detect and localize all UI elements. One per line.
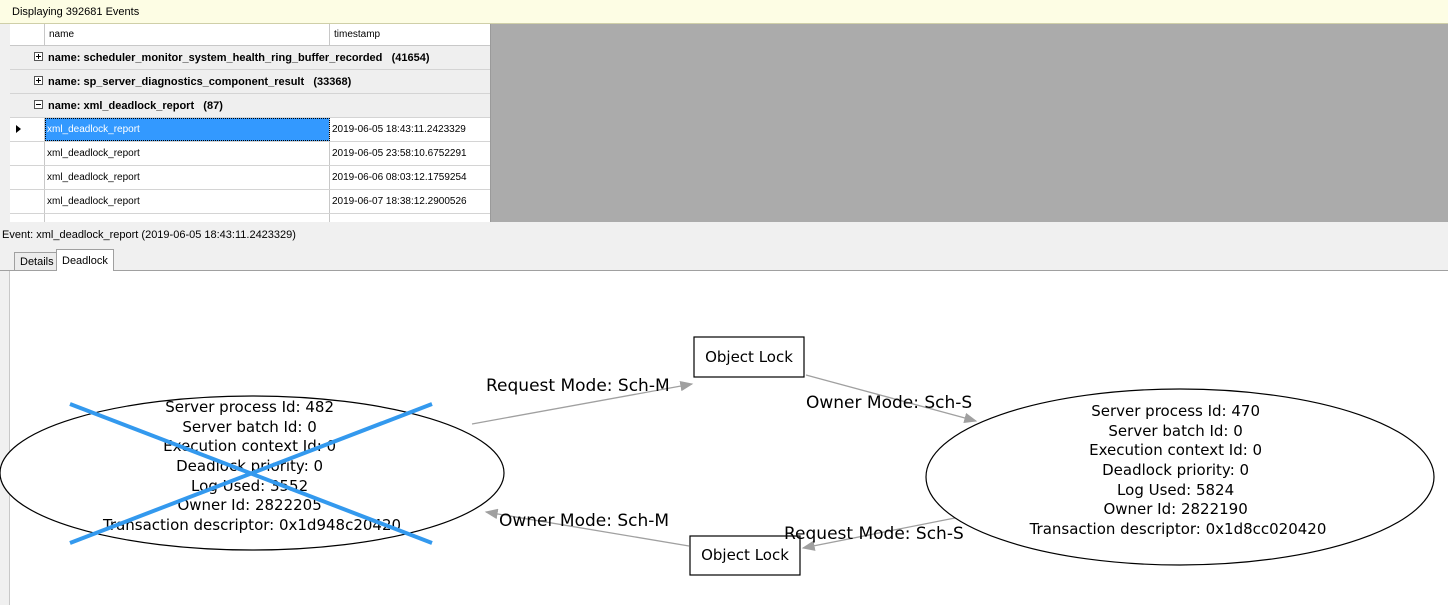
tab-deadlock[interactable]: Deadlock — [56, 249, 114, 271]
row-header — [10, 214, 45, 222]
cell-timestamp[interactable]: 2019-06-07 18:38:12.2900526 — [332, 196, 467, 207]
deadlock-graph[interactable]: Server process Id: 482 Server batch Id: … — [0, 271, 1448, 605]
cell-timestamp[interactable]: 2019-06-06 08:03:12.1759254 — [332, 172, 467, 183]
group-label: name: scheduler_monitor_system_health_ri… — [48, 52, 383, 64]
process-line: Server process Id: 470 — [1091, 402, 1260, 420]
column-header-name[interactable]: name — [45, 24, 330, 45]
event-count-text: Displaying 392681 Events — [12, 6, 140, 18]
cell-timestamp[interactable]: 2019-06-05 23:58:10.6752291 — [332, 148, 467, 159]
edge-request-top — [471, 380, 694, 425]
diagram-left-strip — [0, 271, 10, 605]
process-line: Log Used: 5824 — [1117, 481, 1234, 499]
collapse-minus-icon[interactable] — [34, 100, 43, 109]
edge-label-owner-top: Owner Mode: Sch-S — [806, 393, 972, 413]
event-grid[interactable]: name timestamp name: scheduler_monitor_s… — [10, 24, 491, 222]
table-row[interactable]: xml_deadlock_report 2019-06-05 23:58:10.… — [10, 142, 490, 166]
process-line: Transaction descriptor: 0x1d8cc020420 — [1029, 520, 1327, 538]
lock-label: Object Lock — [701, 546, 789, 564]
svg-text:Server process Id: 470: Server process Id: 470 Server batch Id: … — [1029, 402, 1327, 538]
row-header-corner — [10, 24, 45, 45]
svg-text:Server process Id: 482: Server process Id: 482 Server batch Id: … — [102, 398, 401, 534]
group-row-sp-server-diagnostics[interactable]: name: sp_server_diagnostics_component_re… — [10, 70, 490, 94]
row-header[interactable] — [10, 166, 45, 189]
group-row-scheduler-monitor[interactable]: name: scheduler_monitor_system_health_ri… — [10, 46, 490, 70]
status-bar: Displaying 392681 Events — [0, 0, 1448, 24]
grid-header-row: name timestamp — [10, 24, 490, 46]
event-title: Event: xml_deadlock_report (2019-06-05 1… — [0, 222, 1448, 249]
cell-timestamp[interactable]: 2019-06-05 18:43:11.2423329 — [330, 118, 490, 141]
group-row-xml-deadlock-report[interactable]: name: xml_deadlock_report (87) — [10, 94, 490, 118]
victim-line: Owner Id: 2822205 — [177, 496, 321, 514]
edge-label-request-bottom: Request Mode: Sch-S — [784, 524, 964, 544]
expand-plus-icon[interactable] — [34, 52, 43, 61]
detail-tab-strip: Details Deadlock — [0, 249, 1448, 271]
cell-name[interactable]: xml_deadlock_report — [45, 190, 330, 213]
cell-name[interactable]: xml_deadlock_report — [45, 118, 330, 141]
row-header[interactable] — [10, 118, 45, 141]
edge-owner-bottom — [484, 508, 690, 547]
lock-label: Object Lock — [705, 348, 793, 366]
table-row[interactable]: xml_deadlock_report 2019-06-06 08:03:12.… — [10, 166, 490, 190]
table-row[interactable]: xml_deadlock_report 2019-06-05 18:43:11.… — [10, 118, 490, 142]
group-count: (33368) — [313, 76, 352, 88]
current-row-arrow-icon — [16, 125, 21, 133]
victim-process-node[interactable]: Server process Id: 482 Server batch Id: … — [0, 395, 505, 551]
cell-name[interactable]: xml_deadlock_report — [45, 166, 330, 189]
victim-line: Execution context Id: 0 — [163, 437, 336, 455]
event-grid-area: name timestamp name: scheduler_monitor_s… — [0, 24, 1448, 222]
expand-plus-icon[interactable] — [34, 76, 43, 85]
grid-left-strip — [0, 24, 10, 222]
process-line: Deadlock priority: 0 — [1102, 461, 1249, 479]
victim-line: Server batch Id: 0 — [182, 418, 316, 436]
edge-owner-top — [805, 374, 978, 423]
table-row-partial — [10, 214, 490, 222]
table-row[interactable]: xml_deadlock_report 2019-06-07 18:38:12.… — [10, 190, 490, 214]
edge-request-bottom — [801, 515, 966, 551]
group-count: (41654) — [391, 52, 430, 64]
process-line: Owner Id: 2822190 — [1103, 500, 1247, 518]
process-node[interactable]: Server process Id: 470 Server batch Id: … — [925, 388, 1435, 566]
process-line: Execution context Id: 0 — [1089, 441, 1262, 459]
object-lock-node-bottom[interactable]: Object Lock — [689, 535, 801, 576]
tab-details[interactable]: Details — [14, 252, 60, 270]
victim-line: Log Used: 3552 — [191, 477, 308, 495]
group-label: name: xml_deadlock_report — [48, 100, 195, 112]
object-lock-node-top[interactable]: Object Lock — [693, 336, 805, 378]
row-header[interactable] — [10, 142, 45, 165]
cell-name — [45, 214, 330, 222]
column-header-timestamp[interactable]: timestamp — [334, 29, 381, 40]
edge-label-request-top: Request Mode: Sch-M — [486, 376, 670, 396]
group-label: name: sp_server_diagnostics_component_re… — [48, 76, 305, 88]
victim-line: Server process Id: 482 — [165, 398, 334, 416]
victim-cross-icon — [69, 402, 433, 545]
process-line: Server batch Id: 0 — [1108, 422, 1242, 440]
deadlock-graph-canvas: Server process Id: 482 Server batch Id: … — [0, 336, 1435, 576]
victim-line: Transaction descriptor: 0x1d948c20420 — [102, 516, 401, 534]
row-header[interactable] — [10, 190, 45, 213]
edge-label-owner-bottom: Owner Mode: Sch-M — [499, 511, 669, 531]
group-count: (87) — [203, 100, 223, 112]
cell-name[interactable]: xml_deadlock_report — [45, 142, 330, 165]
